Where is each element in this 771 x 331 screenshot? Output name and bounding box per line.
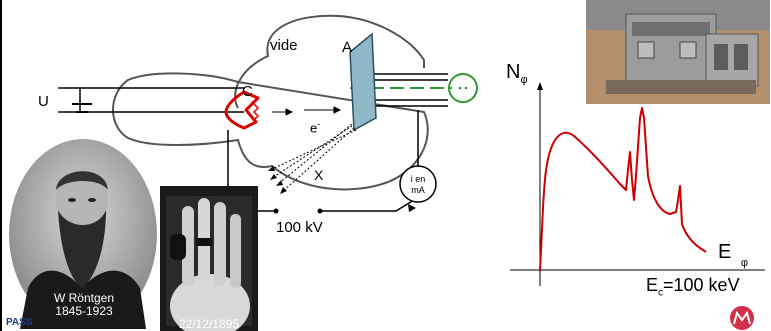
switch-terminal [318, 209, 323, 214]
xray-label: X [314, 168, 323, 182]
voltage-source-label: U [38, 94, 49, 109]
electron-arrow [272, 107, 340, 115]
y-label-sub: φ [520, 74, 527, 86]
ammeter-line2: mA [404, 185, 432, 196]
ammeter-line1: i en [404, 174, 432, 185]
cathode-label: C [242, 84, 253, 99]
anode-target [350, 34, 376, 130]
cutoff-value: =100 keV [663, 275, 740, 295]
cooling-circle [449, 74, 477, 102]
anode-neck [370, 74, 448, 106]
university-logo [730, 306, 754, 330]
detector-photo [586, 0, 770, 104]
y-axis-arrow [537, 82, 543, 90]
cathode-leads [58, 88, 244, 112]
switch-terminal [274, 209, 279, 214]
circuit-arrow [408, 204, 416, 212]
electron-charge: - [317, 119, 320, 129]
filament [254, 104, 258, 120]
xray-caption: 22/12/1895 [166, 318, 252, 331]
x-label-main: E [718, 241, 731, 263]
cutoff-main: E [646, 275, 658, 295]
battery-symbol [72, 104, 92, 112]
spectrum-y-label: Nφ [506, 62, 528, 86]
pass-footer-label: PASS [6, 317, 33, 328]
cutoff-label: Ec=100 keV [646, 276, 740, 299]
x-label-sub: φ [741, 257, 748, 269]
xray-hand-photo [160, 186, 258, 331]
vacuum-label: vide [270, 38, 298, 53]
cooling-dot [465, 87, 468, 90]
cooling-dot [459, 87, 462, 90]
portrait-caption: W Röntgen 1845-1923 [44, 292, 124, 318]
anode-label: A [342, 40, 352, 55]
portrait-years: 1845-1923 [44, 305, 124, 318]
voltage-value-label: 100 kV [276, 220, 323, 235]
spectrum-curve [540, 108, 706, 270]
electron-label: e- [310, 120, 320, 134]
ammeter-label: i en mA [404, 174, 432, 196]
y-label-main: N [506, 61, 520, 83]
spectrum-x-label: E φ [718, 242, 744, 262]
